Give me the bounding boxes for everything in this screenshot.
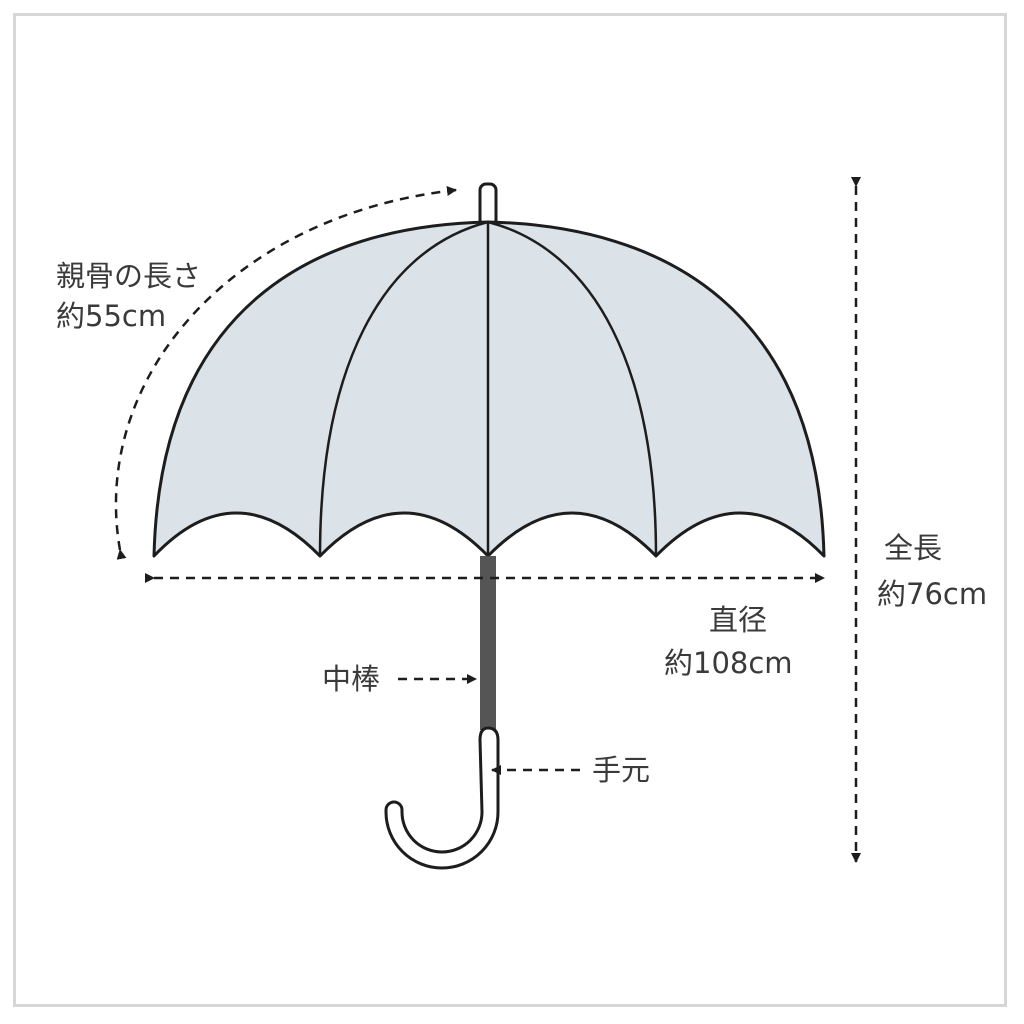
- umbrella-tip: [478, 182, 498, 228]
- rib-right: [487, 220, 658, 557]
- umbrella-shaft: [480, 556, 496, 730]
- total-length-label: 全長: [884, 531, 943, 565]
- shaft-label: 中棒: [322, 662, 381, 696]
- rib-length-value: 約55cm: [56, 299, 167, 333]
- total-length-value: 約76cm: [877, 577, 988, 611]
- handle-label: 手元: [592, 753, 651, 787]
- rib-length-label: 親骨の長さ: [56, 259, 202, 293]
- diameter-value: 約108cm: [664, 646, 793, 680]
- umbrella-handle: [384, 726, 500, 870]
- rib-length-arrow: [114, 186, 457, 560]
- diameter-label: 直径: [709, 603, 768, 637]
